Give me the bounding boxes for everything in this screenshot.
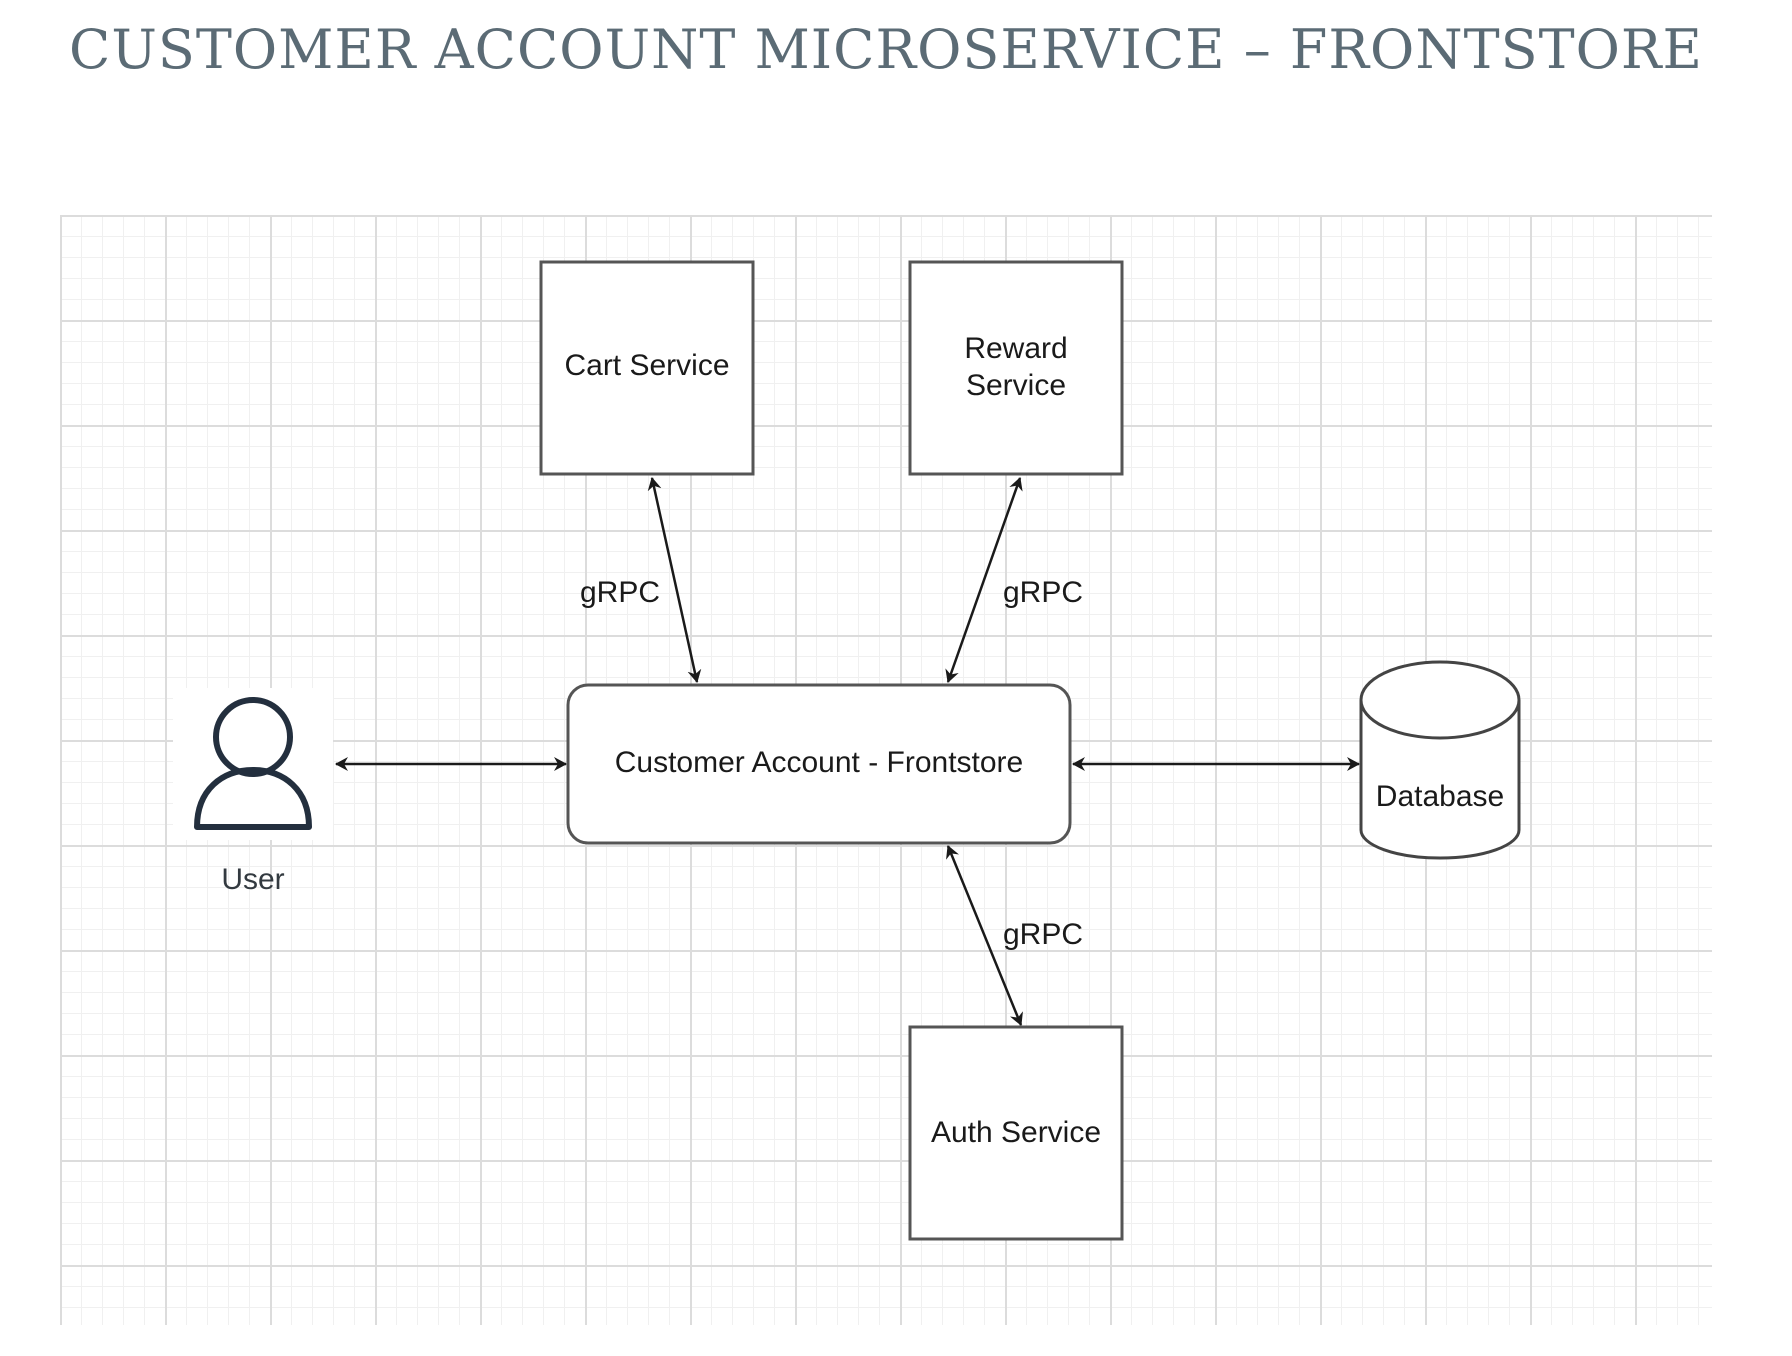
database-node[interactable]: Database bbox=[1359, 660, 1521, 860]
auth-service-label: Auth Service bbox=[931, 1116, 1101, 1149]
page-title: CUSTOMER ACCOUNT MICROSERVICE – FRONTSTO… bbox=[69, 18, 1703, 81]
reward-service-label-line2: Service bbox=[966, 369, 1066, 402]
user-label: User bbox=[221, 863, 284, 896]
auth-service-node[interactable]: Auth Service bbox=[908, 1025, 1124, 1241]
reward-service-node[interactable]: Reward Service bbox=[908, 260, 1124, 476]
reward-service-label-line1: Reward bbox=[964, 332, 1067, 365]
cart-service-label: Cart Service bbox=[564, 349, 729, 382]
user-node[interactable]: User bbox=[173, 688, 333, 896]
database-label: Database bbox=[1376, 780, 1504, 813]
cart-service-node[interactable]: Cart Service bbox=[539, 260, 755, 476]
edge-reward-label: gRPC bbox=[1003, 576, 1083, 609]
edge-cart-center bbox=[647, 477, 702, 683]
user-icon bbox=[194, 697, 312, 830]
edge-cart-label: gRPC bbox=[580, 576, 660, 609]
edge-center-auth bbox=[946, 845, 1023, 1026]
edge-reward-center bbox=[945, 477, 1023, 683]
customer-account-frontstore-node[interactable]: Customer Account - Frontstore bbox=[566, 683, 1072, 845]
edge-auth-label: gRPC bbox=[1003, 918, 1083, 951]
customer-account-frontstore-label: Customer Account - Frontstore bbox=[615, 746, 1024, 779]
